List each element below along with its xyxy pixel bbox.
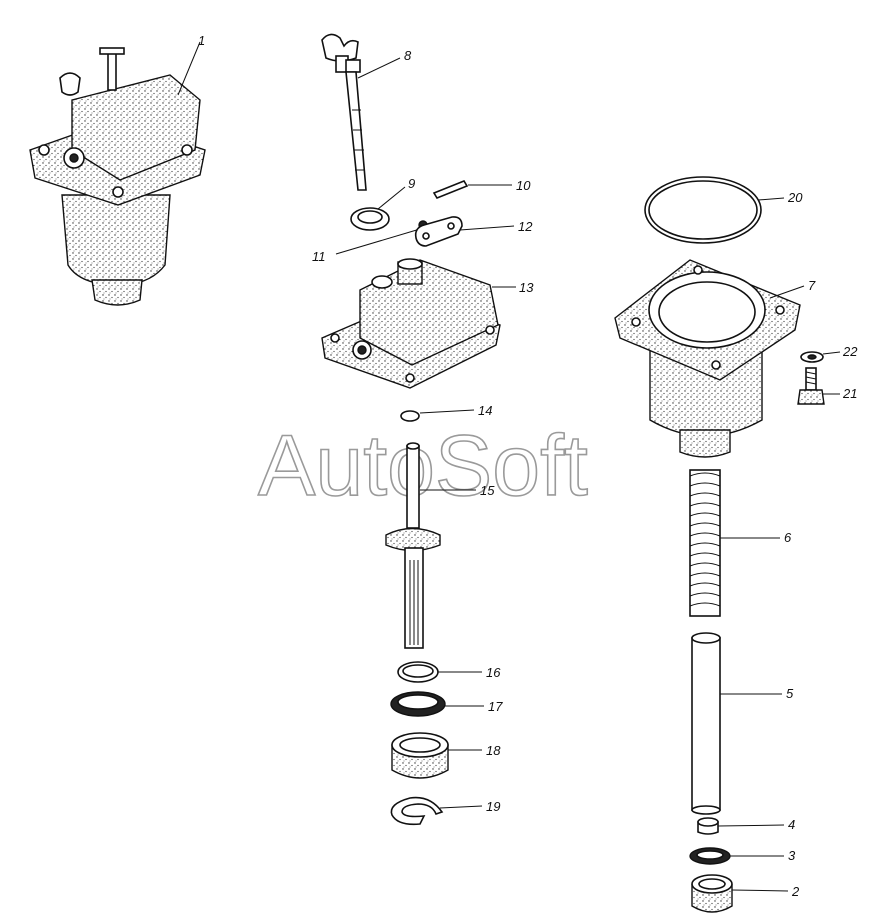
part-12-plate <box>414 216 463 247</box>
callout-14: 14 <box>419 403 492 418</box>
part-6-spring <box>689 469 721 617</box>
callout-18: 18 <box>448 743 501 758</box>
part-15-stem <box>385 442 441 649</box>
callout-3: 3 <box>730 848 796 863</box>
watermark-text: AutoSoft <box>258 418 588 514</box>
svg-text:1: 1 <box>198 33 205 48</box>
part-19-snap-ring <box>390 796 444 826</box>
svg-text:9: 9 <box>408 176 415 191</box>
part-10-pin <box>432 180 469 199</box>
part-2-plug <box>691 874 733 913</box>
svg-text:5: 5 <box>786 686 794 701</box>
svg-text:16: 16 <box>486 665 501 680</box>
callout-1: 1 <box>177 33 205 96</box>
part-22-washer <box>800 351 824 363</box>
part-8-rod <box>321 33 367 191</box>
svg-text:14: 14 <box>478 403 492 418</box>
svg-text:2: 2 <box>791 884 800 899</box>
svg-text:17: 17 <box>488 699 503 714</box>
part-14-oring <box>400 410 420 422</box>
part-9-ring <box>350 207 390 231</box>
callout-10: 10 <box>468 178 531 193</box>
svg-text:20: 20 <box>787 190 803 205</box>
svg-text:4: 4 <box>788 817 795 832</box>
callout-4: 4 <box>717 817 795 832</box>
part-20-large-oring <box>644 176 762 244</box>
callout-7: 7 <box>769 278 816 299</box>
callout-19: 19 <box>439 799 500 814</box>
part-17-seal <box>390 691 446 717</box>
callout-21: 21 <box>822 386 857 401</box>
part-3-washer <box>689 847 731 865</box>
svg-text:6: 6 <box>784 530 792 545</box>
svg-text:12: 12 <box>518 219 533 234</box>
svg-text:19: 19 <box>486 799 500 814</box>
callout-20: 20 <box>757 190 803 205</box>
callout-16: 16 <box>438 665 501 680</box>
callout-11: 11 <box>312 228 421 264</box>
callout-6: 6 <box>720 530 792 545</box>
callout-17: 17 <box>445 699 503 714</box>
svg-text:22: 22 <box>842 344 858 359</box>
part-13-cover <box>321 258 501 389</box>
callout-12: 12 <box>459 219 533 234</box>
svg-text:10: 10 <box>516 178 531 193</box>
part-7-housing <box>614 259 801 458</box>
part-16-ring <box>397 661 439 683</box>
callout-9: 9 <box>377 176 415 210</box>
callout-22: 22 <box>822 344 858 359</box>
svg-text:8: 8 <box>404 48 412 63</box>
callout-2: 2 <box>731 884 800 899</box>
svg-text:13: 13 <box>519 280 534 295</box>
part-4-cap <box>697 817 719 835</box>
callout-13: 13 <box>492 280 534 295</box>
part-21-bolt <box>797 367 825 405</box>
callout-8: 8 <box>357 48 412 79</box>
callout-5: 5 <box>720 686 794 701</box>
part-1-assembly <box>29 47 206 306</box>
part-5-tube <box>691 632 721 815</box>
svg-text:15: 15 <box>480 483 495 498</box>
svg-text:18: 18 <box>486 743 501 758</box>
callout-15: 15 <box>420 483 495 498</box>
svg-text:11: 11 <box>312 249 326 264</box>
svg-text:21: 21 <box>842 386 857 401</box>
svg-text:3: 3 <box>788 848 796 863</box>
svg-text:7: 7 <box>808 278 816 293</box>
part-18-bushing <box>391 732 449 779</box>
